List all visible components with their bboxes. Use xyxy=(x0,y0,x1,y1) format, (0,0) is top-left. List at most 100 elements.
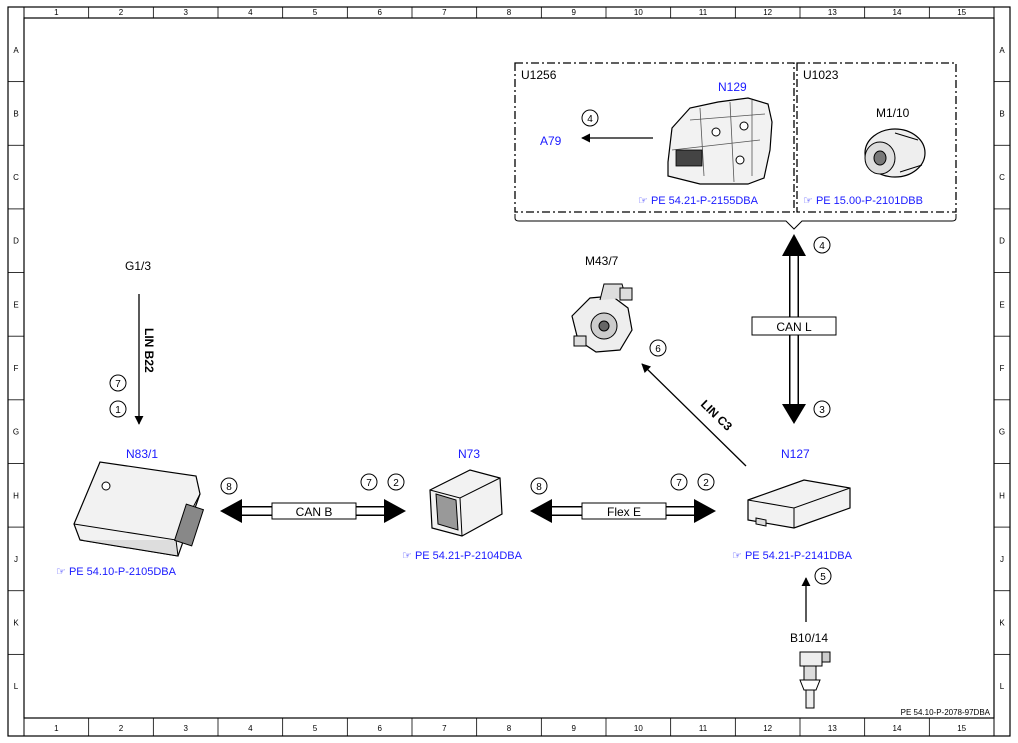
signal-badge-4b: 4 xyxy=(813,236,831,254)
grid-row-left-L: L xyxy=(14,682,19,691)
grid-row-right-F: F xyxy=(1000,364,1005,373)
n129-label: N129 xyxy=(718,80,747,94)
grid-col-bottom-6: 6 xyxy=(377,724,382,733)
n127-label: N127 xyxy=(781,447,810,461)
grid-col-top-10: 10 xyxy=(634,8,643,17)
grid-col-top-2: 2 xyxy=(119,8,124,17)
n83-1-ref: ☞ PE 54.10-P-2105DBA xyxy=(56,566,177,578)
grid-row-left-J: J xyxy=(14,555,18,564)
n129-ref: ☞ PE 54.21-P-2155DBA xyxy=(638,195,759,207)
n127-module-icon xyxy=(747,479,851,529)
lin-b22-label: LIN B22 xyxy=(142,328,156,373)
grid-row-left-C: C xyxy=(13,173,19,182)
group-brace xyxy=(514,214,957,230)
svg-text:8: 8 xyxy=(226,482,232,493)
n83-1-module-icon xyxy=(73,461,205,557)
m43-7-label: M43/7 xyxy=(585,254,619,268)
svg-text:4: 4 xyxy=(819,241,825,252)
n73-label: N73 xyxy=(458,447,480,461)
signal-badge-7a: 7 xyxy=(109,374,127,392)
grid-col-top-3: 3 xyxy=(183,8,188,17)
grid-col-bottom-5: 5 xyxy=(313,724,318,733)
can-l-bus: CAN L xyxy=(751,234,837,424)
grid-row-right-K: K xyxy=(999,619,1005,628)
n73-ref: ☞ PE 54.21-P-2104DBA xyxy=(402,550,523,562)
grid-row-left-A: A xyxy=(13,46,19,55)
grid-col-top-13: 13 xyxy=(828,8,837,17)
grid-row-left-F: F xyxy=(14,364,19,373)
group-u1023-label: U1023 xyxy=(803,68,839,82)
grid-row-left-D: D xyxy=(13,237,19,246)
grid-row-left-G: G xyxy=(13,428,19,437)
grid-col-top-5: 5 xyxy=(313,8,318,17)
flex-e-label: Flex E xyxy=(607,505,641,519)
signal-badge-3: 3 xyxy=(813,400,831,418)
svg-text:3: 3 xyxy=(819,405,825,416)
grid-col-top-4: 4 xyxy=(248,8,253,17)
grid-col-top-11: 11 xyxy=(699,8,708,17)
document-id: PE 54.10-P-2078-97DBA xyxy=(901,708,991,717)
can-b-bus: CAN B xyxy=(220,499,406,523)
svg-text:7: 7 xyxy=(676,478,682,489)
grid-col-bottom-14: 14 xyxy=(893,724,902,733)
grid-col-bottom-8: 8 xyxy=(507,724,512,733)
n127-ref: ☞ PE 54.21-P-2141DBA xyxy=(732,550,853,562)
signal-badge-2a: 2 xyxy=(387,473,405,491)
grid-col-top-8: 8 xyxy=(507,8,512,17)
grid-col-bottom-3: 3 xyxy=(183,724,188,733)
can-b-label: CAN B xyxy=(296,505,333,519)
grid-column-labels: 1122334455667788991010111112121313141415… xyxy=(54,7,967,736)
grid-col-bottom-11: 11 xyxy=(699,724,708,733)
svg-text:7: 7 xyxy=(366,478,372,489)
grid-row-right-A: A xyxy=(999,46,1005,55)
n129-valve-body-icon xyxy=(667,97,773,185)
grid-row-left-H: H xyxy=(13,491,19,500)
grid-row-right-C: C xyxy=(999,173,1005,182)
can-l-label: CAN L xyxy=(776,320,812,334)
grid-row-right-G: G xyxy=(999,428,1005,437)
signal-badge-8a: 8 xyxy=(220,477,238,495)
drawing-frame xyxy=(7,6,1011,737)
grid-col-bottom-15: 15 xyxy=(957,724,966,733)
grid-col-top-9: 9 xyxy=(571,8,576,17)
signal-badge-2b: 2 xyxy=(697,473,715,491)
m43-7-pump-icon xyxy=(571,283,633,353)
grid-row-right-H: H xyxy=(999,491,1005,500)
grid-col-top-7: 7 xyxy=(442,8,447,17)
b10-14-sensor-icon xyxy=(799,651,831,709)
grid-col-top-14: 14 xyxy=(893,8,902,17)
m1-10-ref: ☞ PE 15.00-P-2101DBB xyxy=(803,195,923,207)
grid-col-bottom-7: 7 xyxy=(442,724,447,733)
grid-col-bottom-1: 1 xyxy=(54,724,59,733)
b10-14-label: B10/14 xyxy=(790,631,828,645)
grid-col-top-12: 12 xyxy=(763,8,772,17)
grid-col-bottom-10: 10 xyxy=(634,724,643,733)
flex-e-bus: Flex E xyxy=(530,499,716,523)
grid-col-top-6: 6 xyxy=(377,8,382,17)
grid-col-bottom-2: 2 xyxy=(119,724,124,733)
lin-c3-label: LIN C3 xyxy=(698,397,735,434)
grid-row-right-D: D xyxy=(999,237,1005,246)
group-u1256: U1256 xyxy=(514,62,795,213)
grid-row-left-K: K xyxy=(13,619,19,628)
grid-row-right-L: L xyxy=(1000,682,1005,691)
grid-row-left-B: B xyxy=(13,109,18,118)
grid-row-right-E: E xyxy=(999,300,1004,309)
grid-row-right-B: B xyxy=(999,109,1004,118)
group-u1256-label: U1256 xyxy=(521,68,557,82)
svg-text:2: 2 xyxy=(703,478,709,489)
signal-badge-6: 6 xyxy=(649,339,667,357)
signal-badge-4a: 4 xyxy=(581,109,599,127)
svg-text:7: 7 xyxy=(115,379,121,390)
signal-badge-1: 1 xyxy=(109,400,127,418)
svg-text:1: 1 xyxy=(115,405,121,416)
grid-col-bottom-4: 4 xyxy=(248,724,253,733)
svg-text:6: 6 xyxy=(655,344,661,355)
g1-3-label: G1/3 xyxy=(125,259,151,273)
signal-badge-8b: 8 xyxy=(530,477,548,495)
svg-text:5: 5 xyxy=(820,572,826,583)
n83-1-label: N83/1 xyxy=(126,447,158,461)
grid-col-top-1: 1 xyxy=(54,8,59,17)
